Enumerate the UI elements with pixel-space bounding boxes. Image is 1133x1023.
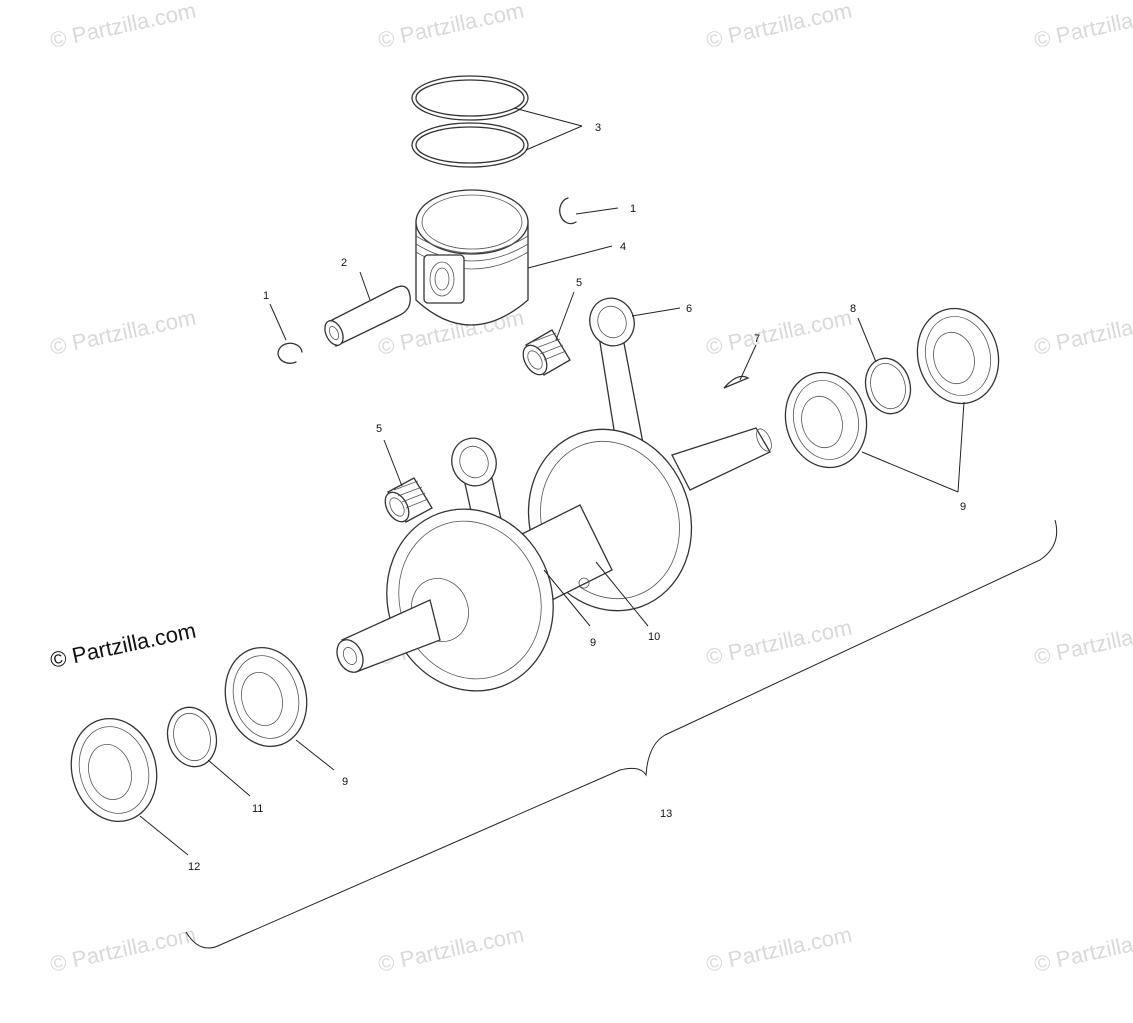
watermark: © Partzilla.com [376, 922, 526, 977]
callout-labels: 1 1 2 3 4 5 5 6 7 8 9 9 9 10 11 12 13 [188, 122, 966, 873]
circlip-left [277, 342, 303, 364]
seal-right [916, 307, 1000, 405]
callout-1-upper: 1 [630, 203, 636, 215]
watermark: © Partzilla.com [1032, 305, 1133, 360]
callout-12: 12 [188, 861, 200, 873]
watermark: © Partzilla.com [1032, 0, 1133, 53]
needle-bearing-lower [384, 477, 433, 523]
callout-9-center: 9 [590, 637, 596, 649]
callout-7: 7 [754, 333, 760, 345]
woodruff-key [723, 375, 750, 389]
watermark: © Partzilla.com [48, 922, 198, 977]
crankshaft-assembly [336, 427, 772, 692]
callout-5-lower: 5 [376, 423, 382, 435]
callout-4: 4 [620, 241, 626, 253]
watermark: © Partzilla.com [376, 0, 526, 53]
callout-13: 13 [660, 808, 672, 820]
main-bearing-left [224, 646, 308, 748]
watermark: © Partzilla.com [48, 305, 198, 360]
callout-3: 3 [595, 122, 601, 134]
leader-lines [139, 107, 1058, 949]
watermark: © Partzilla.com [704, 0, 854, 53]
piston-rings [411, 75, 529, 168]
main-bearing-right [784, 371, 868, 469]
watermark: © Partzilla.com [704, 305, 854, 360]
wrist-pin [324, 285, 411, 347]
callout-9-left: 9 [342, 776, 348, 788]
callout-11: 11 [252, 803, 263, 815]
watermark: © Partzilla.com [48, 0, 198, 53]
watermark: © Partzilla.com [1032, 922, 1133, 977]
shim-ring-left [166, 706, 218, 768]
circlip-right [559, 197, 577, 225]
watermark: © Partzilla.com [704, 922, 854, 977]
callout-10: 10 [648, 631, 660, 643]
needle-bearing-upper [522, 329, 571, 376]
callout-5-upper: 5 [576, 277, 582, 289]
piston [415, 189, 529, 326]
callout-6: 6 [686, 303, 692, 315]
callout-9-right: 9 [960, 501, 966, 513]
callout-1-lower: 1 [263, 290, 269, 302]
watermark-main: © Partzilla.com [48, 618, 198, 673]
shim-ring-right [864, 357, 912, 415]
watermark: © Partzilla.com [1032, 615, 1133, 670]
seal-left [70, 717, 158, 823]
watermark: © Partzilla.com [704, 615, 854, 670]
callout-8: 8 [850, 303, 856, 315]
callout-2: 2 [341, 257, 347, 269]
